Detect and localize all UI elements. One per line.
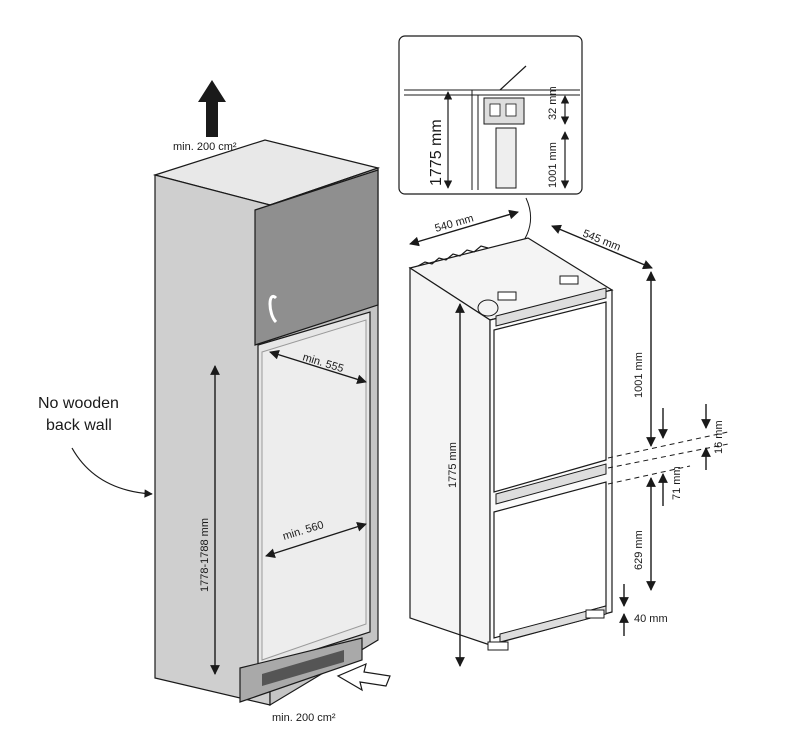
arrow-up-icon <box>198 80 226 137</box>
fridge-bottom-rail <box>499 605 607 643</box>
inset-hinge-block <box>483 97 525 125</box>
dim-line-width <box>409 209 519 247</box>
dim-guides <box>607 431 729 485</box>
back-wall-pointer <box>71 447 153 498</box>
back-wall-note-line1: No wooden <box>38 395 119 412</box>
back-wall-note-line2: back wall <box>46 417 112 434</box>
base-label: 40 mm <box>634 613 668 625</box>
top-vent-label: min. 200 cm² <box>173 141 237 153</box>
fridge-foot <box>487 641 509 651</box>
dim-line-depth <box>551 224 653 270</box>
tall-cabinet <box>152 139 381 707</box>
dim-line-width-bottom <box>265 522 367 558</box>
bottom-vent-label: min. 200 cm² <box>272 712 336 724</box>
cabinet-upper-door <box>254 169 379 346</box>
niche-height-label: 1778-1788 mm <box>199 518 211 592</box>
middle-label: 71 mm <box>671 466 683 500</box>
top-vent-arrow <box>198 80 226 137</box>
plinth-vent-grille <box>262 650 344 686</box>
inset-height-label: 1775 mm <box>428 119 445 186</box>
fridge-middle-rail <box>495 463 607 505</box>
detail-callout-circle <box>477 299 499 317</box>
lower-label: 629 mm <box>633 530 645 570</box>
gap-label: 16 mm <box>713 420 725 454</box>
bottom-vent-arrow <box>336 662 391 692</box>
depth-label: 545 mm <box>581 228 622 254</box>
fridge-foot <box>585 609 605 619</box>
inset-upper-label: 1001 mm <box>547 142 559 188</box>
inset-offset-label: 32 mm <box>547 86 559 120</box>
door-handle <box>268 294 278 324</box>
detail-inset: 1775 mm 32 mm 1001 mm <box>398 35 583 195</box>
upper-label: 1001 mm <box>633 352 645 398</box>
refrigerator <box>408 237 614 651</box>
cabinet-side-panel <box>154 174 271 706</box>
niche-inner <box>261 319 367 661</box>
height-label: 1775 mm <box>447 442 459 488</box>
fridge-upper-door <box>493 301 607 493</box>
inset-door-edge <box>495 127 517 189</box>
fridge-top-rail <box>495 287 607 327</box>
fridge-top-rim <box>417 245 489 267</box>
dim-line-width-top <box>269 349 367 385</box>
arrow-left-icon <box>336 662 391 692</box>
